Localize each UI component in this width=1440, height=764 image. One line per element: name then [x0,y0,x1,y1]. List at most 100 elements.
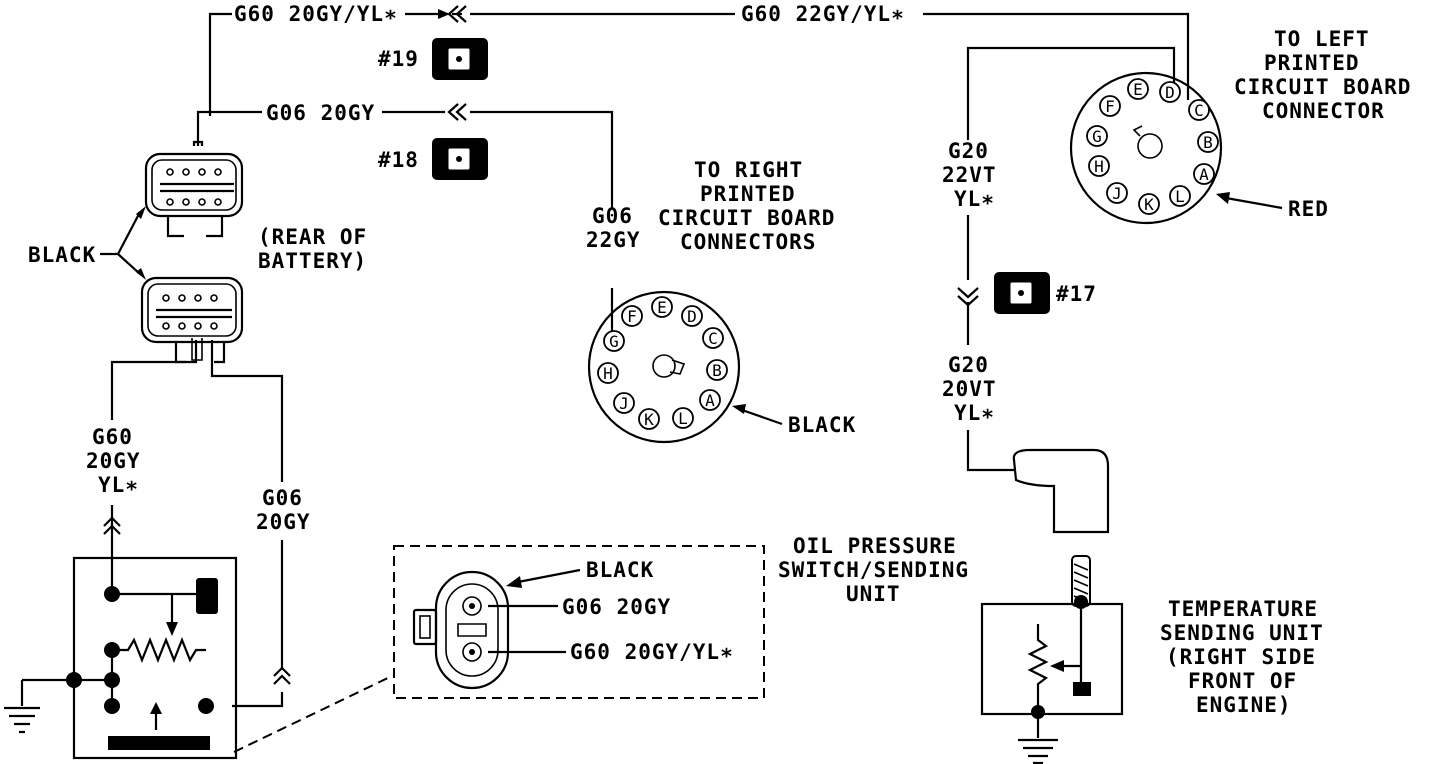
right-connector-pin-label-d: D [687,307,697,326]
right-board-label-1: TO RIGHT [694,158,803,182]
temp-title-3: (RIGHT SIDE [1166,645,1316,669]
black-label-left: BLACK [28,243,96,267]
right-connector-pin-k [638,408,660,430]
right-board-label-2: PRINTED [700,182,796,206]
splice-17: #17 [994,272,1097,314]
left-connector-pin-d [1159,81,1181,103]
wire-g60-top [208,12,1190,116]
wire-g06-left [210,340,284,708]
right-connector-pin-d [681,305,703,327]
oil-switch-wire-g06: G06 20GY [562,595,671,619]
wire-g06-mid [196,110,615,335]
left-connector-pin-c [1188,99,1210,121]
right-connector-pin-label-b: B [712,361,722,380]
oil-switch-connector [412,570,510,690]
temp-title-4: FRONT OF [1188,669,1297,693]
temperature-sender-connector [1012,448,1110,534]
left-board-label-3: CIRCUIT BOARD [1234,75,1411,99]
temp-title-2: SENDING UNIT [1160,621,1324,645]
wire-label-g06-right-1: G06 [592,204,633,228]
left-connector-pin-label-b: B [1203,133,1213,152]
left-connector-pin-k [1138,193,1160,215]
wire-label-g20-lower-1: G20 [948,353,989,377]
left-connector-pin-f [1099,95,1121,117]
right-connector-pin-a [699,389,721,411]
rear-battery-label-1: (REAR OF [258,225,367,249]
wire-label-g06-right-2: 22GY [586,228,641,252]
wire-g20 [966,46,1176,472]
right-connector-pin-label-g: G [609,332,619,351]
wire-label-g06-mid: G06 20GY [266,101,375,125]
right-connector-pin-j [613,392,635,414]
battery-connector-lower [140,276,244,364]
wire-label-g20-upper-1: G20 [948,139,989,163]
right-connector-pin-c [702,327,724,349]
wire-label-g20-upper-2: 22VT [942,163,997,187]
oil-pressure-switch-schematic [4,556,238,760]
right-connector-pin-f [621,305,643,327]
wire-label-g06-left-1: G06 [262,486,303,510]
right-connector-pin-label-c: C [708,329,718,348]
right-connector-pin-label-a: A [705,391,715,410]
left-connector-pin-e [1127,78,1149,100]
right-board-label-4: CONNECTORS [680,230,816,254]
left-connector-pin-label-k: K [1144,195,1154,214]
wire-label-g20-lower-3: YL∗ [954,401,995,425]
left-connector-pin-label-g: G [1092,127,1102,146]
black-label-arrows [100,211,141,275]
left-connector-pin-label-d: D [1165,83,1175,102]
oil-title-3: UNIT [846,582,901,606]
left-connector-pin-label-f: F [1105,97,1115,116]
right-connector-pin-label-f: F [627,307,637,326]
wire-label-g60-left-3: YL∗ [98,473,139,497]
wire-label-g20-upper-3: YL∗ [954,187,995,211]
oil-connector-black-label: BLACK [586,558,654,582]
wire-g60-left [110,340,198,594]
left-board-label-2: PRINTED [1264,51,1360,75]
right-connector-black-label: BLACK [788,413,856,437]
left-connector-pin-a [1193,163,1215,185]
right-connector-pin-g [603,330,625,352]
right-board-label-3: CIRCUIT BOARD [658,206,835,230]
right-connector-pin-label-e: E [657,298,667,317]
red-connector-label: RED [1288,197,1329,221]
splice-17-label: #17 [1056,282,1097,306]
splice-18-label: #18 [378,148,419,172]
splice-19-label: #19 [378,47,419,71]
left-connector-pin-label-c: C [1194,101,1204,120]
left-connector-pin-l [1169,185,1191,207]
battery-connector-upper [144,152,244,238]
left-connector-pin-label-l: L [1175,187,1185,206]
oil-title-1: OIL PRESSURE [793,534,957,558]
left-board-label-1: TO LEFT [1274,27,1370,51]
oil-switch-wire-g60: G60 20GY/YL∗ [570,640,734,664]
wire-label-g20-lower-2: 20VT [942,377,997,401]
left-connector-pin-h [1088,155,1110,177]
wire-label-g60-left-2: 20GY [86,449,141,473]
wire-label-g06-left-2: 20GY [256,510,311,534]
oil-title-2: SWITCH/SENDING [778,558,969,582]
left-connector-pin-label-a: A [1199,165,1209,184]
oil-switch-detail-box [393,545,765,699]
left-board-label-4: CONNECTOR [1262,99,1385,123]
left-connector-pin-g [1086,125,1108,147]
left-connector-pin-b [1197,131,1219,153]
right-connector-pin-label-k: K [644,410,654,429]
rear-battery-label-2: BATTERY) [258,249,367,273]
right-connector-pin-label-h: H [603,364,613,383]
temp-title-5: ENGINE) [1196,693,1292,717]
left-connector-pin-label-j: J [1112,184,1122,203]
wire-label-g60-top-left: G60 20GY/YL∗ [234,2,398,26]
right-connector-pin-h [597,362,619,384]
wire-label-g60-top-right: G60 22GY/YL∗ [741,2,905,26]
temp-title-1: TEMPERATURE [1168,597,1318,621]
right-connector-pin-l [672,407,694,429]
left-connector-pin-label-e: E [1133,80,1143,99]
left-connector-pin-label-h: H [1094,157,1104,176]
left-connector-pin-j [1106,182,1128,204]
wire-label-g60-left-1: G60 [92,425,133,449]
right-connector-pin-label-l: L [678,409,688,428]
